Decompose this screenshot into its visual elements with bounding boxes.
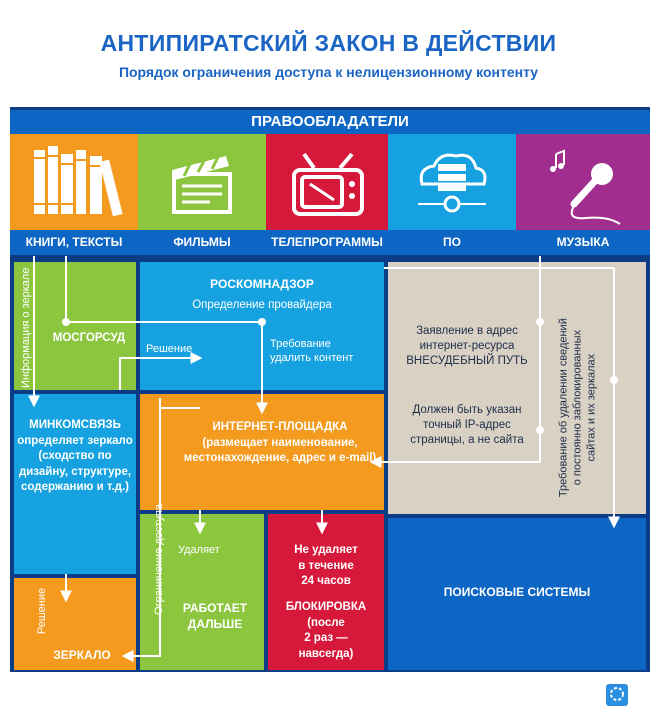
blocking-label: БЛОКИРОВКА (после 2 раз — навсегда)	[285, 601, 367, 660]
microphone-icon	[550, 149, 621, 225]
decision-label-2: Решение	[36, 587, 48, 635]
roskomnadzor-subtitle: Определение провайдера	[192, 299, 332, 311]
category-label-books: КНИГИ, ТЕКСТЫ	[10, 230, 138, 255]
category-label-films: ФИЛЬМЫ	[138, 230, 266, 255]
mosgorsud-label: МОСГОРСУД	[52, 332, 126, 344]
works-on-label: РАБОТАЕТ ДАЛЬШЕ	[182, 601, 248, 632]
extrajudicial-block	[388, 262, 646, 514]
extrajudicial-text: Заявление в адрес интернет-ресурса ВНЕСУ…	[406, 325, 528, 367]
minkomsvyaz-block	[14, 394, 136, 574]
category-music	[516, 134, 650, 230]
search-engines-block	[388, 518, 646, 670]
category-tv	[266, 134, 388, 230]
category-software	[388, 134, 516, 230]
mirror-block	[14, 578, 136, 670]
category-label-tv: ТЕЛЕПРОГРАММЫ	[266, 230, 388, 255]
category-books	[10, 134, 138, 230]
cloud-server-icon	[418, 153, 487, 213]
decision-label-1: Решение	[146, 343, 193, 355]
page-title: АНТИПИРАТСКИЙ ЗАКОН В ДЕЙСТВИИ	[100, 30, 557, 56]
access-restriction-label: Ограничение доступа	[153, 503, 165, 615]
category-label-music: МУЗЫКА	[516, 230, 650, 255]
logo-icon	[606, 684, 628, 706]
permanent-block-text: Требование об удалении сведений о постоя…	[557, 318, 597, 498]
clapperboard-icon	[172, 156, 232, 214]
deletes-label: Удаляет	[178, 544, 220, 556]
category-label-software: ПО	[388, 230, 516, 255]
tv-icon	[292, 152, 364, 216]
search-engines-label: ПОИСКОВЫЕ СИСТЕМЫ	[443, 585, 591, 599]
roskomnadzor-title: РОСКОМНАДЗОР	[210, 277, 314, 291]
rights-holders-band: ПРАВООБЛАДАТЕЛИ	[10, 110, 650, 134]
minkomsvyaz-text: МИНКОМСВЯЗЬ определяет зеркало (сходство…	[17, 419, 133, 494]
demand-label: Требование удалить контент	[270, 338, 354, 365]
category-films	[138, 134, 266, 230]
page-subtitle: Порядок ограничения доступа к нелицензио…	[118, 64, 539, 80]
blocking-block	[268, 514, 384, 670]
internet-platform-text: ИНТЕРНЕТ-ПЛОЩАДКА (размещает наименовани…	[183, 421, 377, 465]
ip-note-text: Должен быть указан точный IP-адрес стран…	[410, 404, 524, 446]
mirror-label: ЗЕРКАЛО	[53, 648, 111, 662]
info-mirror-label: Информация о зеркале	[20, 267, 32, 388]
books-icon	[34, 146, 123, 217]
not-delete-label: Не удаляет в течение 24 часов	[294, 544, 358, 588]
